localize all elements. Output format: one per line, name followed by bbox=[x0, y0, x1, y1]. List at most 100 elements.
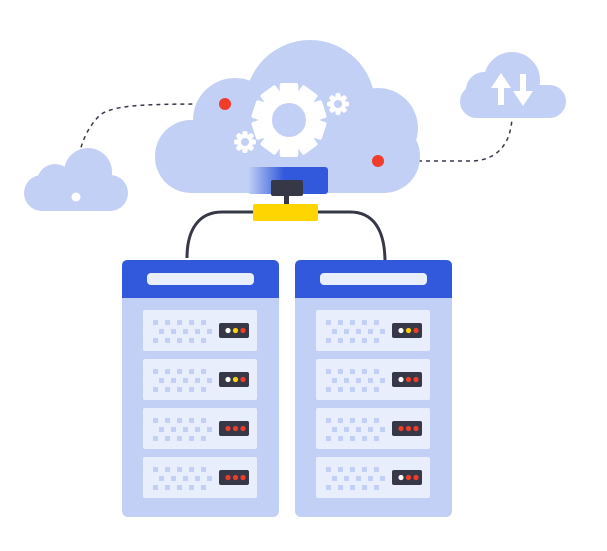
vent-hole bbox=[177, 467, 182, 472]
status-light bbox=[405, 327, 412, 334]
vent-hole bbox=[326, 467, 331, 472]
status-light bbox=[232, 474, 239, 481]
status-light bbox=[405, 425, 412, 432]
vent-hole bbox=[177, 369, 182, 374]
status-light bbox=[225, 376, 231, 383]
vent-hole bbox=[368, 329, 373, 334]
vent-hole bbox=[207, 378, 212, 383]
vent-hole bbox=[207, 427, 212, 432]
vent-hole bbox=[380, 427, 385, 432]
vent-hole bbox=[207, 476, 212, 481]
server-unit bbox=[316, 359, 430, 400]
server-rack bbox=[122, 260, 279, 517]
vent-hole bbox=[332, 329, 337, 334]
vent-hole bbox=[201, 369, 206, 374]
vent-hole bbox=[201, 467, 206, 472]
vent-hole bbox=[362, 485, 367, 490]
vent-hole bbox=[356, 476, 361, 481]
gear-hole bbox=[334, 100, 342, 108]
vent-hole bbox=[183, 427, 188, 432]
vent-hole bbox=[165, 485, 170, 490]
vent-hole bbox=[374, 320, 379, 325]
cable-left bbox=[185, 210, 255, 259]
vent-hole bbox=[362, 418, 367, 423]
vent-hole bbox=[189, 436, 194, 441]
vent-hole bbox=[326, 485, 331, 490]
vent-hole bbox=[338, 320, 343, 325]
vent-hole bbox=[356, 427, 361, 432]
vent-hole bbox=[338, 467, 343, 472]
vent-hole bbox=[189, 485, 194, 490]
server-label-slot bbox=[320, 273, 427, 285]
vent-hole bbox=[344, 427, 349, 432]
vent-hole bbox=[195, 476, 200, 481]
large-gear-icon bbox=[251, 83, 327, 157]
vent-hole bbox=[332, 427, 337, 432]
server-rack bbox=[295, 260, 452, 517]
vent-hole bbox=[153, 320, 158, 325]
status-light bbox=[413, 425, 419, 432]
vent-hole bbox=[350, 436, 355, 441]
vent-hole bbox=[350, 467, 355, 472]
server-unit bbox=[316, 408, 430, 449]
vent-hole bbox=[183, 329, 188, 334]
vent-hole bbox=[362, 387, 367, 392]
status-light bbox=[405, 474, 412, 481]
marker-dot-right bbox=[372, 155, 384, 167]
vent-hole bbox=[177, 387, 182, 392]
vent-hole bbox=[159, 476, 164, 481]
server-racks bbox=[122, 260, 452, 517]
vent-hole bbox=[362, 320, 367, 325]
vent-hole bbox=[350, 418, 355, 423]
vent-hole bbox=[195, 378, 200, 383]
vent-hole bbox=[153, 387, 158, 392]
vent-hole bbox=[326, 338, 331, 343]
vent-hole bbox=[350, 320, 355, 325]
vent-hole bbox=[183, 476, 188, 481]
vent-hole bbox=[165, 338, 170, 343]
vent-hole bbox=[177, 436, 182, 441]
vent-hole bbox=[380, 378, 385, 383]
status-light bbox=[232, 327, 239, 334]
vent-hole bbox=[171, 476, 176, 481]
vent-hole bbox=[153, 467, 158, 472]
status-light bbox=[405, 376, 412, 383]
vent-hole bbox=[374, 436, 379, 441]
gear-hole bbox=[272, 103, 306, 137]
cable-right bbox=[318, 210, 387, 263]
status-light bbox=[240, 376, 246, 383]
small-gear-icon bbox=[234, 131, 256, 153]
vent-hole bbox=[374, 387, 379, 392]
vent-hole bbox=[362, 369, 367, 374]
vent-hole bbox=[338, 338, 343, 343]
vent-hole bbox=[165, 369, 170, 374]
vent-hole bbox=[189, 369, 194, 374]
vent-hole bbox=[195, 329, 200, 334]
vent-hole bbox=[350, 387, 355, 392]
status-light bbox=[225, 474, 231, 481]
status-light bbox=[398, 376, 404, 383]
vent-hole bbox=[159, 427, 164, 432]
vent-hole bbox=[189, 320, 194, 325]
hub-stem bbox=[284, 194, 289, 206]
vent-hole bbox=[201, 387, 206, 392]
vent-hole bbox=[201, 436, 206, 441]
vent-hole bbox=[201, 320, 206, 325]
status-light bbox=[232, 425, 239, 432]
status-light bbox=[413, 376, 419, 383]
vent-hole bbox=[177, 418, 182, 423]
vent-hole bbox=[153, 485, 158, 490]
vent-hole bbox=[356, 329, 361, 334]
vent-hole bbox=[189, 418, 194, 423]
vent-hole bbox=[195, 427, 200, 432]
server-unit bbox=[143, 457, 257, 498]
vent-hole bbox=[165, 467, 170, 472]
vent-hole bbox=[177, 320, 182, 325]
status-light bbox=[240, 474, 246, 481]
vent-hole bbox=[153, 369, 158, 374]
hub-port bbox=[271, 180, 303, 196]
vent-hole bbox=[189, 467, 194, 472]
gear-hole bbox=[241, 138, 249, 146]
status-light bbox=[413, 327, 419, 334]
